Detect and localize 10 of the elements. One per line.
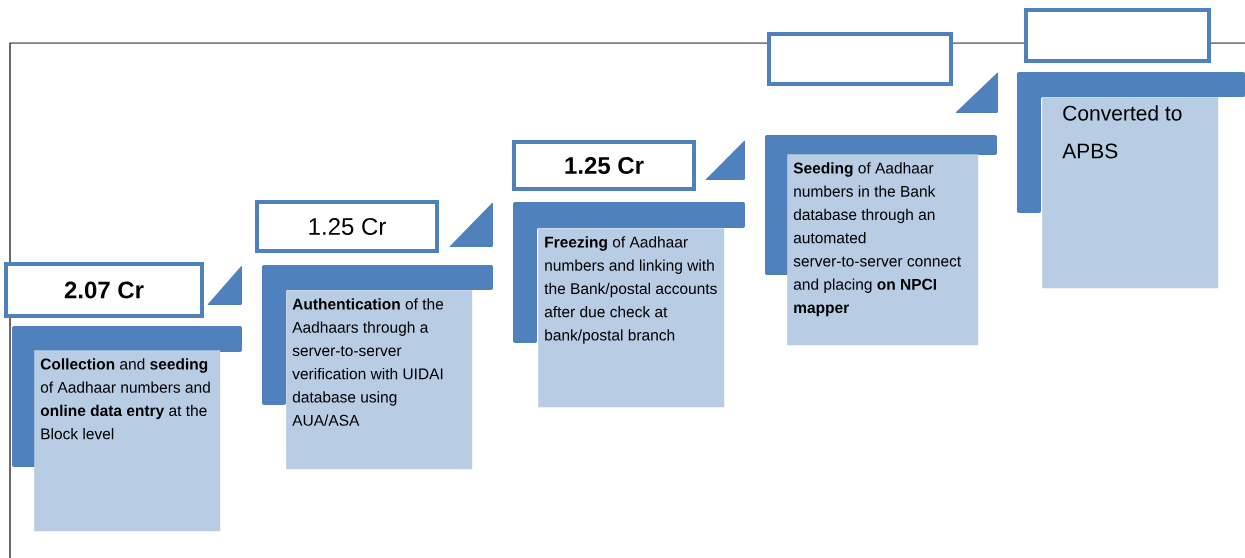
description-box: Authentication of the Aadhaars through a server-to-server verification with UIDAI database using AUA/ASA bbox=[262, 265, 493, 470]
description-box: Freezing of Aadhaar numbers and linking with the Bank/postal accounts after due check at bank/postal branch bbox=[513, 202, 745, 408]
description-box: Collection and seeding of Aadhaar numbers and online data entry at the Block level bbox=[12, 326, 242, 532]
description-box: Seeding of Aadhaar numbers in the Bank database through an automated server-to-server connect and placing on NPCI mapper bbox=[765, 135, 997, 346]
empty-box bbox=[1024, 8, 1211, 63]
count-box: 1.25 Cr bbox=[512, 140, 696, 191]
empty-box bbox=[767, 32, 953, 86]
description-box: Converted to APBS bbox=[1017, 72, 1245, 289]
count-box: 2.07 Cr bbox=[4, 262, 204, 318]
count-box: 1.25 Cr bbox=[255, 200, 439, 253]
